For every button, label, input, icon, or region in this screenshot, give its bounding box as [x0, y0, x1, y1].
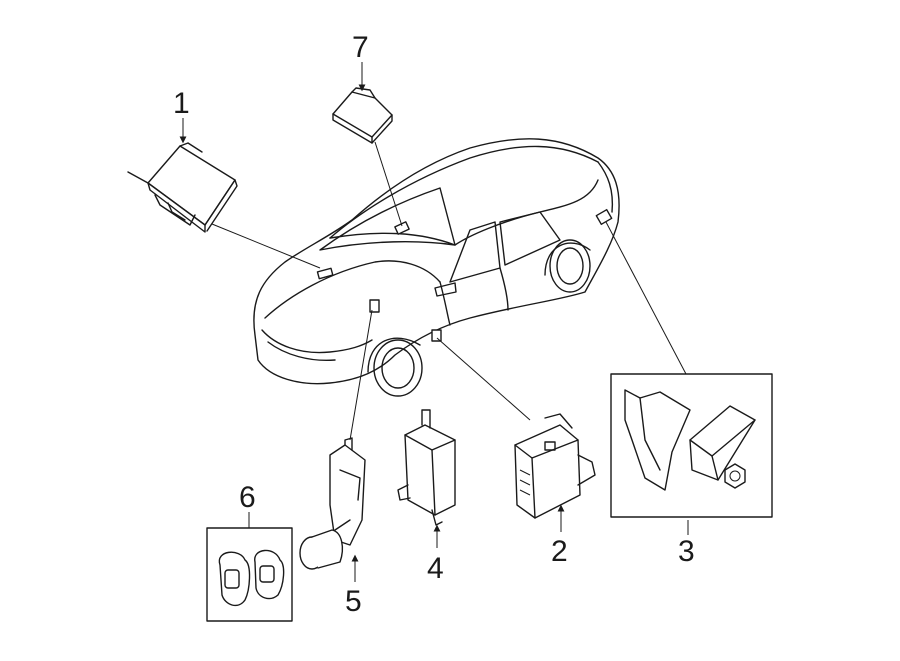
part-2-body-module	[514, 413, 596, 519]
callout-4: 4	[427, 552, 444, 585]
callout-5: 5	[345, 585, 362, 618]
callout-1: 1	[173, 87, 190, 120]
part-5-actuator	[299, 437, 366, 570]
callout-6: 6	[239, 481, 256, 514]
part-7-sensor	[332, 87, 393, 144]
part-6-gaskets	[218, 549, 285, 607]
callout-3: 3	[678, 535, 695, 568]
marker-5	[369, 299, 380, 313]
marker-1	[316, 267, 334, 280]
callout-2: 2	[551, 535, 568, 568]
marker-7	[394, 221, 410, 235]
callout-7: 7	[352, 31, 369, 64]
vehicle-illustration	[253, 138, 620, 397]
part-3-frame	[610, 373, 773, 518]
part-3-assembly	[624, 389, 756, 491]
marker-3	[595, 208, 613, 226]
part-4-module	[397, 409, 456, 526]
part-1-control-module	[127, 142, 238, 233]
marker-2	[431, 329, 442, 342]
